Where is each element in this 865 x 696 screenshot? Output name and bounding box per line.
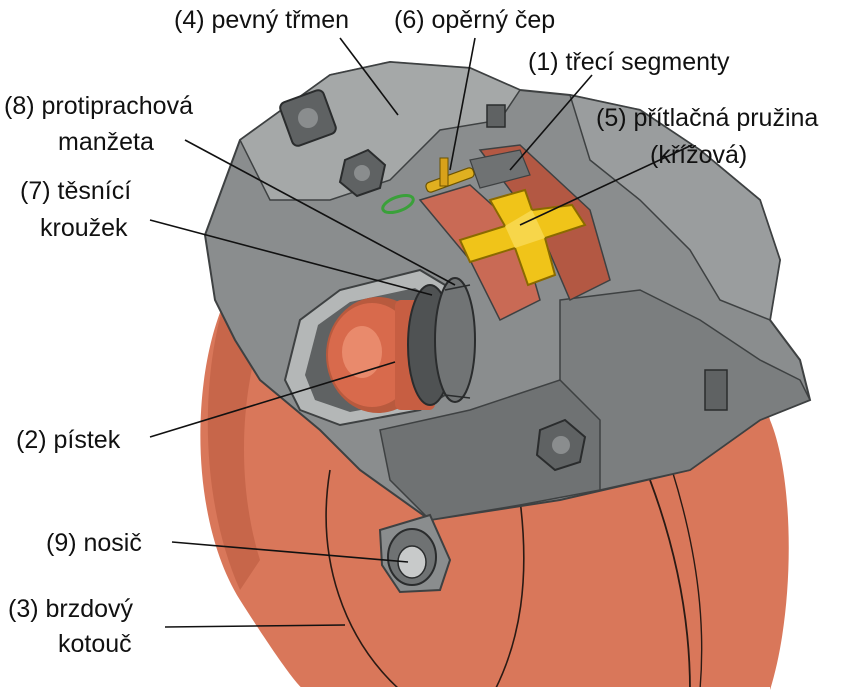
label-pruzina-line2: (křížová) bbox=[650, 141, 747, 169]
leader-kotouc bbox=[164, 624, 346, 628]
label-kotouc-line1: (3) brzdový bbox=[8, 595, 134, 623]
leader-cep bbox=[449, 37, 476, 171]
dust-boot bbox=[434, 277, 476, 403]
bolt-lower bbox=[535, 418, 587, 472]
caliper-front-block bbox=[379, 379, 601, 521]
disc-edge-line-2 bbox=[671, 469, 703, 691]
labels: (4) pevný třmen (6) opěrný čep (1) třecí… bbox=[4, 6, 818, 658]
seal-and-boot bbox=[407, 277, 476, 406]
bolt-right bbox=[704, 369, 728, 411]
guide-pin bbox=[381, 157, 475, 215]
leader-pistek bbox=[149, 361, 396, 438]
bolt-upper bbox=[338, 148, 387, 198]
label-manzeta-line1: (8) protiprachová bbox=[4, 92, 193, 120]
carrier bbox=[378, 513, 452, 594]
leader-tmen bbox=[339, 37, 399, 116]
bolts bbox=[279, 89, 728, 472]
disc-ring-line-2 bbox=[494, 499, 525, 691]
leader-manzeta bbox=[184, 139, 456, 286]
label-tmen: (4) pevný třmen bbox=[174, 6, 349, 34]
leader-pruzina bbox=[519, 144, 693, 226]
bleed-nipple bbox=[486, 104, 506, 128]
piston bbox=[326, 297, 435, 413]
label-kotouc-line2: kotouč bbox=[58, 630, 132, 658]
label-segmenty: (1) třecí segmenty bbox=[528, 48, 730, 76]
retaining-clip bbox=[381, 193, 415, 215]
pad-backing bbox=[469, 149, 531, 189]
label-cep: (6) opěrný čep bbox=[394, 6, 555, 34]
disc-edge-line bbox=[649, 479, 691, 691]
label-nosic: (9) nosič bbox=[46, 529, 142, 557]
caliper-right-face bbox=[568, 93, 781, 322]
label-pistek: (2) pístek bbox=[16, 426, 121, 454]
bolt-top-left bbox=[279, 89, 337, 147]
leader-segmenty bbox=[509, 74, 593, 171]
label-krouzek-line2: kroužek bbox=[40, 214, 128, 242]
label-pruzina-line1: (5) přítlačná pružina bbox=[596, 104, 818, 132]
label-manzeta-line2: manžeta bbox=[58, 128, 154, 156]
disc-ring-line bbox=[325, 469, 401, 691]
label-krouzek-line1: (7) těsnící bbox=[20, 177, 131, 205]
cross-spring bbox=[458, 188, 587, 287]
disc-shadow bbox=[207, 300, 270, 590]
leader-nosic bbox=[171, 541, 409, 563]
leader-lines bbox=[149, 37, 693, 628]
leader-krouzek bbox=[149, 219, 433, 296]
